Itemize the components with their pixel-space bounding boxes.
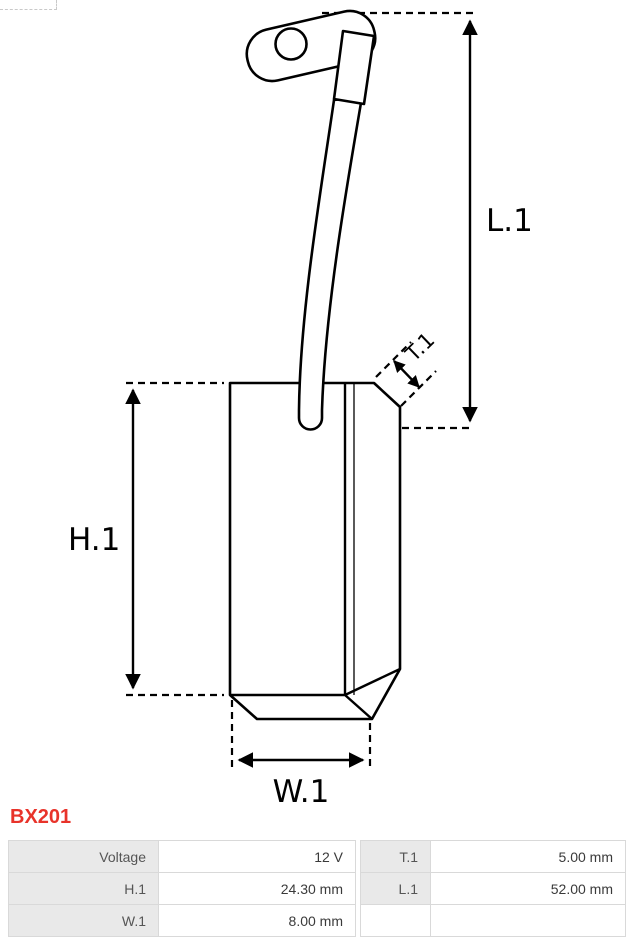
t1-extension-lines (375, 341, 437, 407)
dim-label-w1: W.1 (273, 774, 330, 810)
spec-empty-cell (360, 904, 431, 937)
spec-row-t1: T.1 5.00 mm (360, 840, 626, 873)
spec-row-empty (360, 904, 626, 937)
lead-wire (297, 95, 364, 431)
brush-body-edges (230, 383, 401, 720)
spec-table-left: Voltage 12 V H.1 24.30 mm W.1 8.00 mm (8, 840, 356, 937)
dim-label-t1: T.1 (400, 328, 439, 367)
brush-body (228, 381, 402, 721)
brush-technical-drawing: L.1 H.1 W.1 T.1 (68, 9, 533, 810)
spec-empty-cell (430, 904, 626, 937)
spec-value-cell: 52.00 mm (430, 872, 626, 905)
dim-label-h1: H.1 (68, 522, 120, 558)
spec-value-cell: 12 V (158, 840, 356, 873)
spec-value-cell: 8.00 mm (158, 904, 356, 937)
spec-row-h1: H.1 24.30 mm (8, 872, 356, 905)
terminal-crimp (332, 29, 376, 106)
spec-label-cell: L.1 (360, 872, 431, 905)
dim-label-l1: L.1 (486, 203, 533, 239)
spec-table: Voltage 12 V H.1 24.30 mm W.1 8.00 mm T.… (8, 840, 626, 937)
spec-table-right: T.1 5.00 mm L.1 52.00 mm (360, 840, 626, 937)
spec-label-cell: Voltage (8, 840, 159, 873)
spec-value-cell: 24.30 mm (158, 872, 356, 905)
spec-label-cell: T.1 (360, 840, 431, 873)
part-code: BX201 (10, 806, 72, 828)
t1-dimension-arrow (393, 360, 420, 388)
watermark-remnant (0, 0, 57, 10)
terminal-hole (274, 27, 308, 61)
spec-value-cell: 5.00 mm (430, 840, 626, 873)
spec-row-w1: W.1 8.00 mm (8, 904, 356, 937)
spec-row-l1: L.1 52.00 mm (360, 872, 626, 905)
spec-row-voltage: Voltage 12 V (8, 840, 356, 873)
spec-label-cell: H.1 (8, 872, 159, 905)
spec-label-cell: W.1 (8, 904, 159, 937)
